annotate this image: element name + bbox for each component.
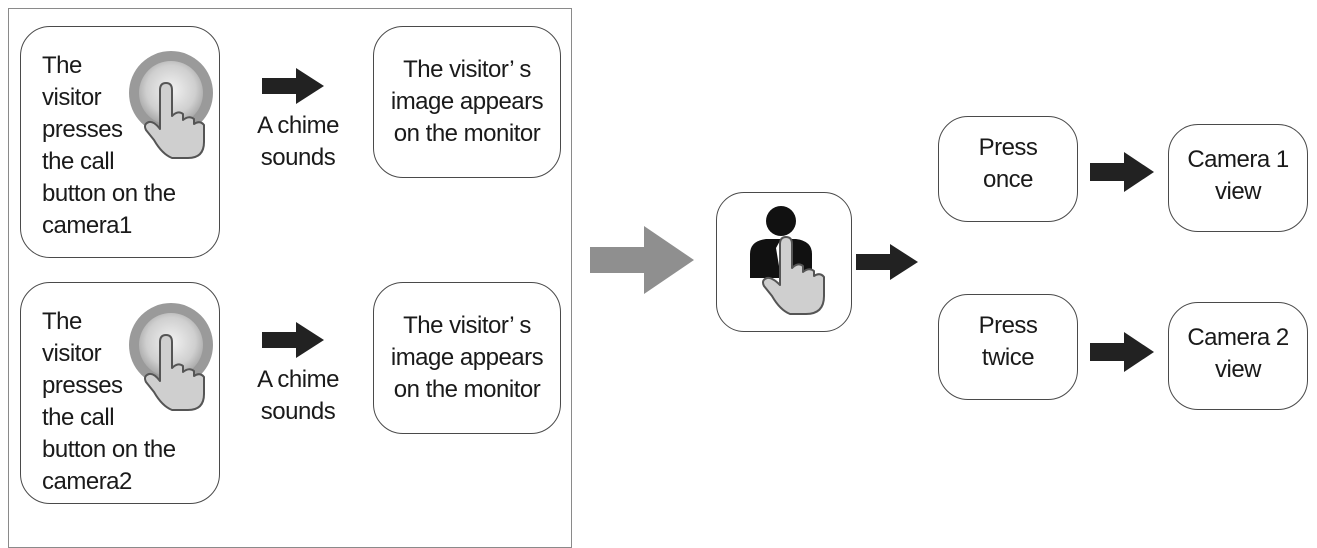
monitor-image-box-2 (373, 282, 561, 434)
text-line: button on the (42, 180, 176, 207)
monitor-image-text-1: The visitor’ s image appears on the moni… (373, 54, 561, 150)
text-line: sounds (260, 398, 336, 425)
press-twice-box (938, 294, 1078, 400)
press-once-text: Press once (938, 132, 1078, 196)
finger-hand-icon (144, 334, 205, 411)
text-line: The (42, 308, 82, 335)
visitor-press-text-1: The visitor presses the call button on t… (42, 50, 176, 242)
arrow-right-icon (262, 68, 324, 104)
text-line: The (42, 52, 82, 79)
arrow-right-icon (1090, 332, 1154, 372)
text-line: image appears (390, 88, 544, 115)
text-line: camera2 (42, 468, 132, 495)
text-line: Press (978, 134, 1038, 161)
arrow-right-icon (1090, 152, 1154, 192)
text-line: camera1 (42, 212, 132, 239)
text-line: visitor (42, 340, 102, 367)
text-line: Camera 2 (1187, 324, 1289, 351)
visitor-press-text-2: The visitor presses the call button on t… (42, 306, 176, 498)
text-line: Camera 1 (1187, 146, 1289, 173)
text-line: on the monitor (393, 376, 541, 403)
big-gray-arrow-icon (590, 226, 694, 294)
camera-2-view-text: Camera 2 view (1168, 322, 1308, 386)
text-line: image appears (390, 344, 544, 371)
monitor-image-box-1 (373, 26, 561, 178)
text-line: on the monitor (393, 120, 541, 147)
camera-1-view-box (1168, 124, 1308, 232)
finger-hand-icon (144, 82, 205, 159)
arrow-right-icon (262, 322, 324, 358)
text-line: presses (42, 372, 123, 399)
camera-1-view-text: Camera 1 view (1168, 144, 1308, 208)
text-line: view (1214, 356, 1262, 383)
person-with-finger-icon (750, 206, 825, 315)
chime-label-1: A chime sounds (248, 110, 348, 174)
text-line: twice (981, 344, 1035, 371)
press-once-box (938, 116, 1078, 222)
text-line: A chime (257, 366, 339, 393)
text-line: visitor (42, 84, 102, 111)
call-button-icon (129, 51, 213, 159)
chime-label-2: A chime sounds (248, 364, 348, 428)
press-twice-text: Press twice (938, 310, 1078, 374)
call-button-icon (129, 303, 213, 411)
text-line: The visitor’ s (403, 56, 531, 83)
text-line: presses (42, 116, 123, 143)
text-line: the call (42, 148, 115, 175)
camera-2-view-box (1168, 302, 1308, 410)
text-line: once (982, 166, 1034, 193)
text-line: A chime (257, 112, 339, 139)
text-line: view (1214, 178, 1262, 205)
arrow-right-icon (856, 244, 918, 280)
monitor-image-text-2: The visitor’ s image appears on the moni… (373, 310, 561, 406)
text-line: the call (42, 404, 115, 431)
text-line: The visitor’ s (403, 312, 531, 339)
text-line: sounds (260, 144, 336, 171)
text-line: button on the (42, 436, 176, 463)
text-line: Press (978, 312, 1038, 339)
